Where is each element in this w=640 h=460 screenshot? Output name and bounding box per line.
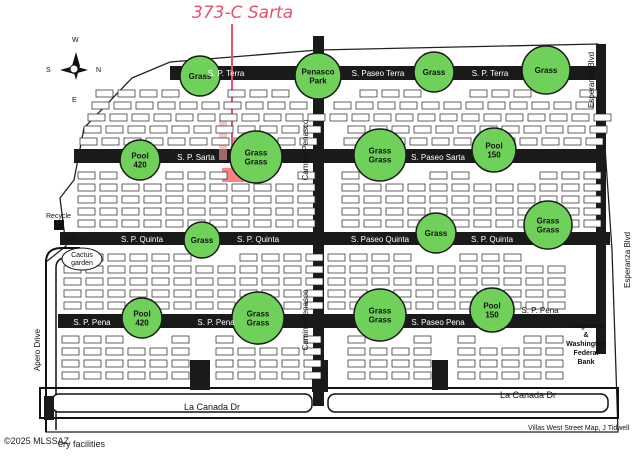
svg-text:Grass: Grass xyxy=(247,310,270,319)
label-office: Office xyxy=(66,236,84,243)
compass-e: E xyxy=(72,97,77,104)
walgreens-bank: Walgreens & Washington Federal Bank xyxy=(566,323,606,366)
street-camino-penasco xyxy=(313,36,324,406)
label-sp-quinta-mid: S. Paseo Quinta xyxy=(351,235,410,244)
svg-text:Grass: Grass xyxy=(425,229,448,238)
svg-text:&: & xyxy=(583,332,588,339)
label-la-canada-right: La Canada Dr xyxy=(500,390,556,400)
label-camino-penasco-top: Camino Penasco xyxy=(301,119,310,180)
svg-text:Grass: Grass xyxy=(369,307,392,316)
street-apero-drive xyxy=(45,247,80,432)
label-cactus-1: Cactus xyxy=(71,252,93,259)
label-sp-quinta-east: S. P. Quinta xyxy=(471,235,514,244)
label-sp-sarta-west: S. P. Sarta xyxy=(177,153,215,162)
svg-text:420: 420 xyxy=(133,161,147,170)
label-camino-penasco-bottom: Camino Penasco xyxy=(301,289,310,350)
svg-text:Grass: Grass xyxy=(247,319,270,328)
svg-text:150: 150 xyxy=(487,151,501,160)
label-sp-terra-mid: S. Paseo Terra xyxy=(352,69,405,78)
grass-circle: Grass xyxy=(183,221,221,259)
svg-text:Grass: Grass xyxy=(245,158,268,167)
svg-text:Pool: Pool xyxy=(131,152,148,161)
svg-text:Park: Park xyxy=(309,77,327,86)
label-sp-sarta-mid: S. Paseo Sarta xyxy=(411,153,465,162)
svg-text:Grass: Grass xyxy=(537,217,560,226)
grass-circle: Grass xyxy=(521,45,571,95)
legend-text: ery facilities xyxy=(58,439,106,449)
svg-text:Pool: Pool xyxy=(133,310,150,319)
street-terra xyxy=(170,66,600,80)
svg-text:Grass: Grass xyxy=(537,226,560,235)
svg-text:Bank: Bank xyxy=(577,359,594,366)
compass-rose: W S N E xyxy=(46,37,101,104)
grass-circle: Grass xyxy=(413,51,455,93)
label-sp-terra-east: S. P. Terra xyxy=(472,69,509,78)
svg-text:Grass: Grass xyxy=(423,68,446,77)
svg-text:Federal: Federal xyxy=(574,350,599,357)
compass-s: S xyxy=(46,67,51,74)
label-sp-pena-west: S. P. Pena xyxy=(73,318,111,327)
svg-text:150: 150 xyxy=(485,311,499,320)
compass-w: W xyxy=(72,37,79,44)
annotation-text: 373-C Sarta xyxy=(192,3,293,23)
label-sp-pena-mid: S. Paseo Pena xyxy=(411,318,465,327)
svg-text:Grass: Grass xyxy=(369,156,392,165)
svg-text:420: 420 xyxy=(135,319,149,328)
grass-circle: Grass xyxy=(415,212,457,254)
label-recycle: Recycle xyxy=(46,213,71,220)
svg-text:Grass: Grass xyxy=(369,147,392,156)
label-sp-quinta-west2: S. P. Quinta xyxy=(237,235,280,244)
svg-text:Grass: Grass xyxy=(191,236,214,245)
compass-n: N xyxy=(96,67,101,74)
label-sp-quinta-west: S. P. Quinta xyxy=(121,235,164,244)
label-esperanza-top: Esperanza Blvd xyxy=(587,52,596,108)
label-sp-pena-east: S. P. Pena xyxy=(521,306,559,315)
copyright: ©2025 MLSSAZ xyxy=(4,436,70,446)
svg-text:Washington: Washington xyxy=(566,341,606,348)
svg-text:Grass: Grass xyxy=(535,66,558,75)
street-la-canada xyxy=(39,387,619,419)
label-sp-terra-west: S. P. Terra xyxy=(208,69,245,78)
label-esperanza-mid: Esperanza Blvd xyxy=(623,232,632,288)
svg-text:Walgreens: Walgreens xyxy=(568,323,603,330)
map-credit: Villas West Street Map, J Tidwell xyxy=(528,425,630,432)
label-cactus-2: garden xyxy=(71,260,93,267)
label-sp-pena-west2: S. P. Pena xyxy=(197,318,235,327)
svg-text:Grass: Grass xyxy=(189,72,212,81)
label-la-canada-left: La Canada Dr xyxy=(184,402,240,412)
svg-text:Grass: Grass xyxy=(245,149,268,158)
label-apero-drive: Apero Drive xyxy=(33,328,42,371)
svg-text:Penasco: Penasco xyxy=(302,68,335,77)
svg-text:Pool: Pool xyxy=(485,142,502,151)
svg-text:Pool: Pool xyxy=(483,302,500,311)
street-pena xyxy=(58,314,598,328)
svg-text:Grass: Grass xyxy=(369,316,392,325)
grass-circle: Grass xyxy=(179,55,221,97)
